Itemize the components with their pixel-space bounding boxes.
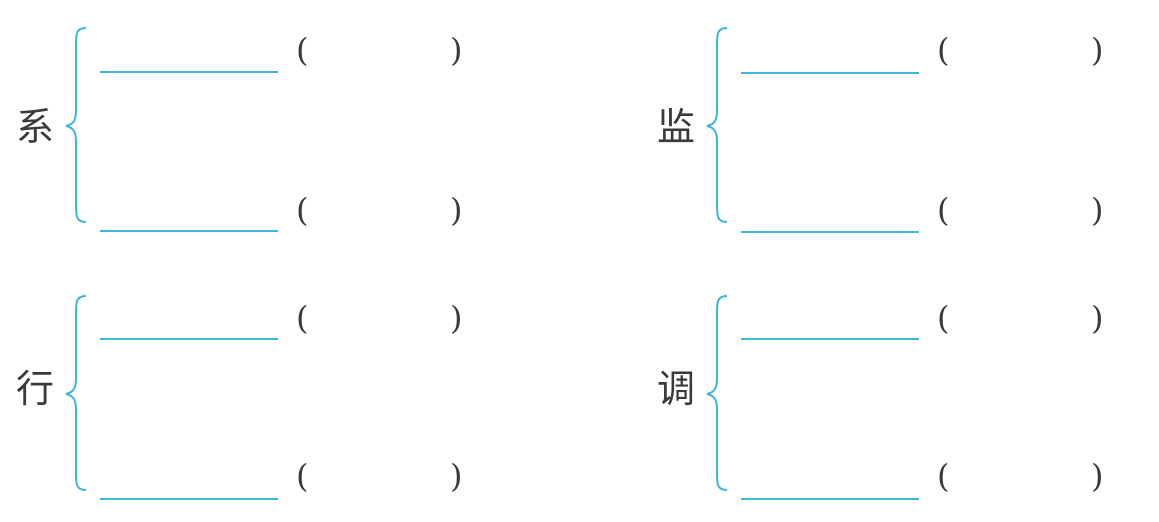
base-character: 监 xyxy=(657,105,696,149)
answer-blank-1[interactable] xyxy=(100,338,278,340)
paren-close: ) xyxy=(450,299,463,337)
answer-blank-2[interactable] xyxy=(100,230,278,232)
curly-brace-icon xyxy=(706,27,728,223)
paren-close: ) xyxy=(1091,191,1104,229)
paren-close: ) xyxy=(1091,457,1104,495)
paren-open: ( xyxy=(937,31,950,69)
paren-open: ( xyxy=(296,191,309,229)
base-character: 系 xyxy=(16,105,55,149)
paren-close: ) xyxy=(1091,31,1104,69)
word-group-2: 监 ( ) ( ) xyxy=(641,26,1111,236)
curly-brace-icon xyxy=(65,295,87,491)
word-group-4: 调 ( ) ( ) xyxy=(641,294,1111,504)
answer-blank-1[interactable] xyxy=(741,72,919,74)
curly-brace-icon xyxy=(706,295,728,491)
answer-blank-2[interactable] xyxy=(741,498,919,500)
paren-open: ( xyxy=(296,299,309,337)
paren-close: ) xyxy=(450,31,463,69)
paren-close: ) xyxy=(1091,299,1104,337)
answer-blank-1[interactable] xyxy=(741,338,919,340)
paren-open: ( xyxy=(937,299,950,337)
paren-close: ) xyxy=(450,457,463,495)
curly-brace-icon xyxy=(65,27,87,223)
base-character: 调 xyxy=(657,367,696,411)
answer-blank-1[interactable] xyxy=(100,71,278,73)
paren-open: ( xyxy=(296,31,309,69)
word-group-1: 系 ( ) ( ) xyxy=(0,26,470,236)
base-character: 行 xyxy=(16,367,55,411)
answer-blank-2[interactable] xyxy=(100,498,278,500)
word-group-3: 行 ( ) ( ) xyxy=(0,294,470,504)
paren-open: ( xyxy=(937,457,950,495)
paren-close: ) xyxy=(450,191,463,229)
paren-open: ( xyxy=(296,457,309,495)
paren-open: ( xyxy=(937,191,950,229)
answer-blank-2[interactable] xyxy=(741,231,919,233)
